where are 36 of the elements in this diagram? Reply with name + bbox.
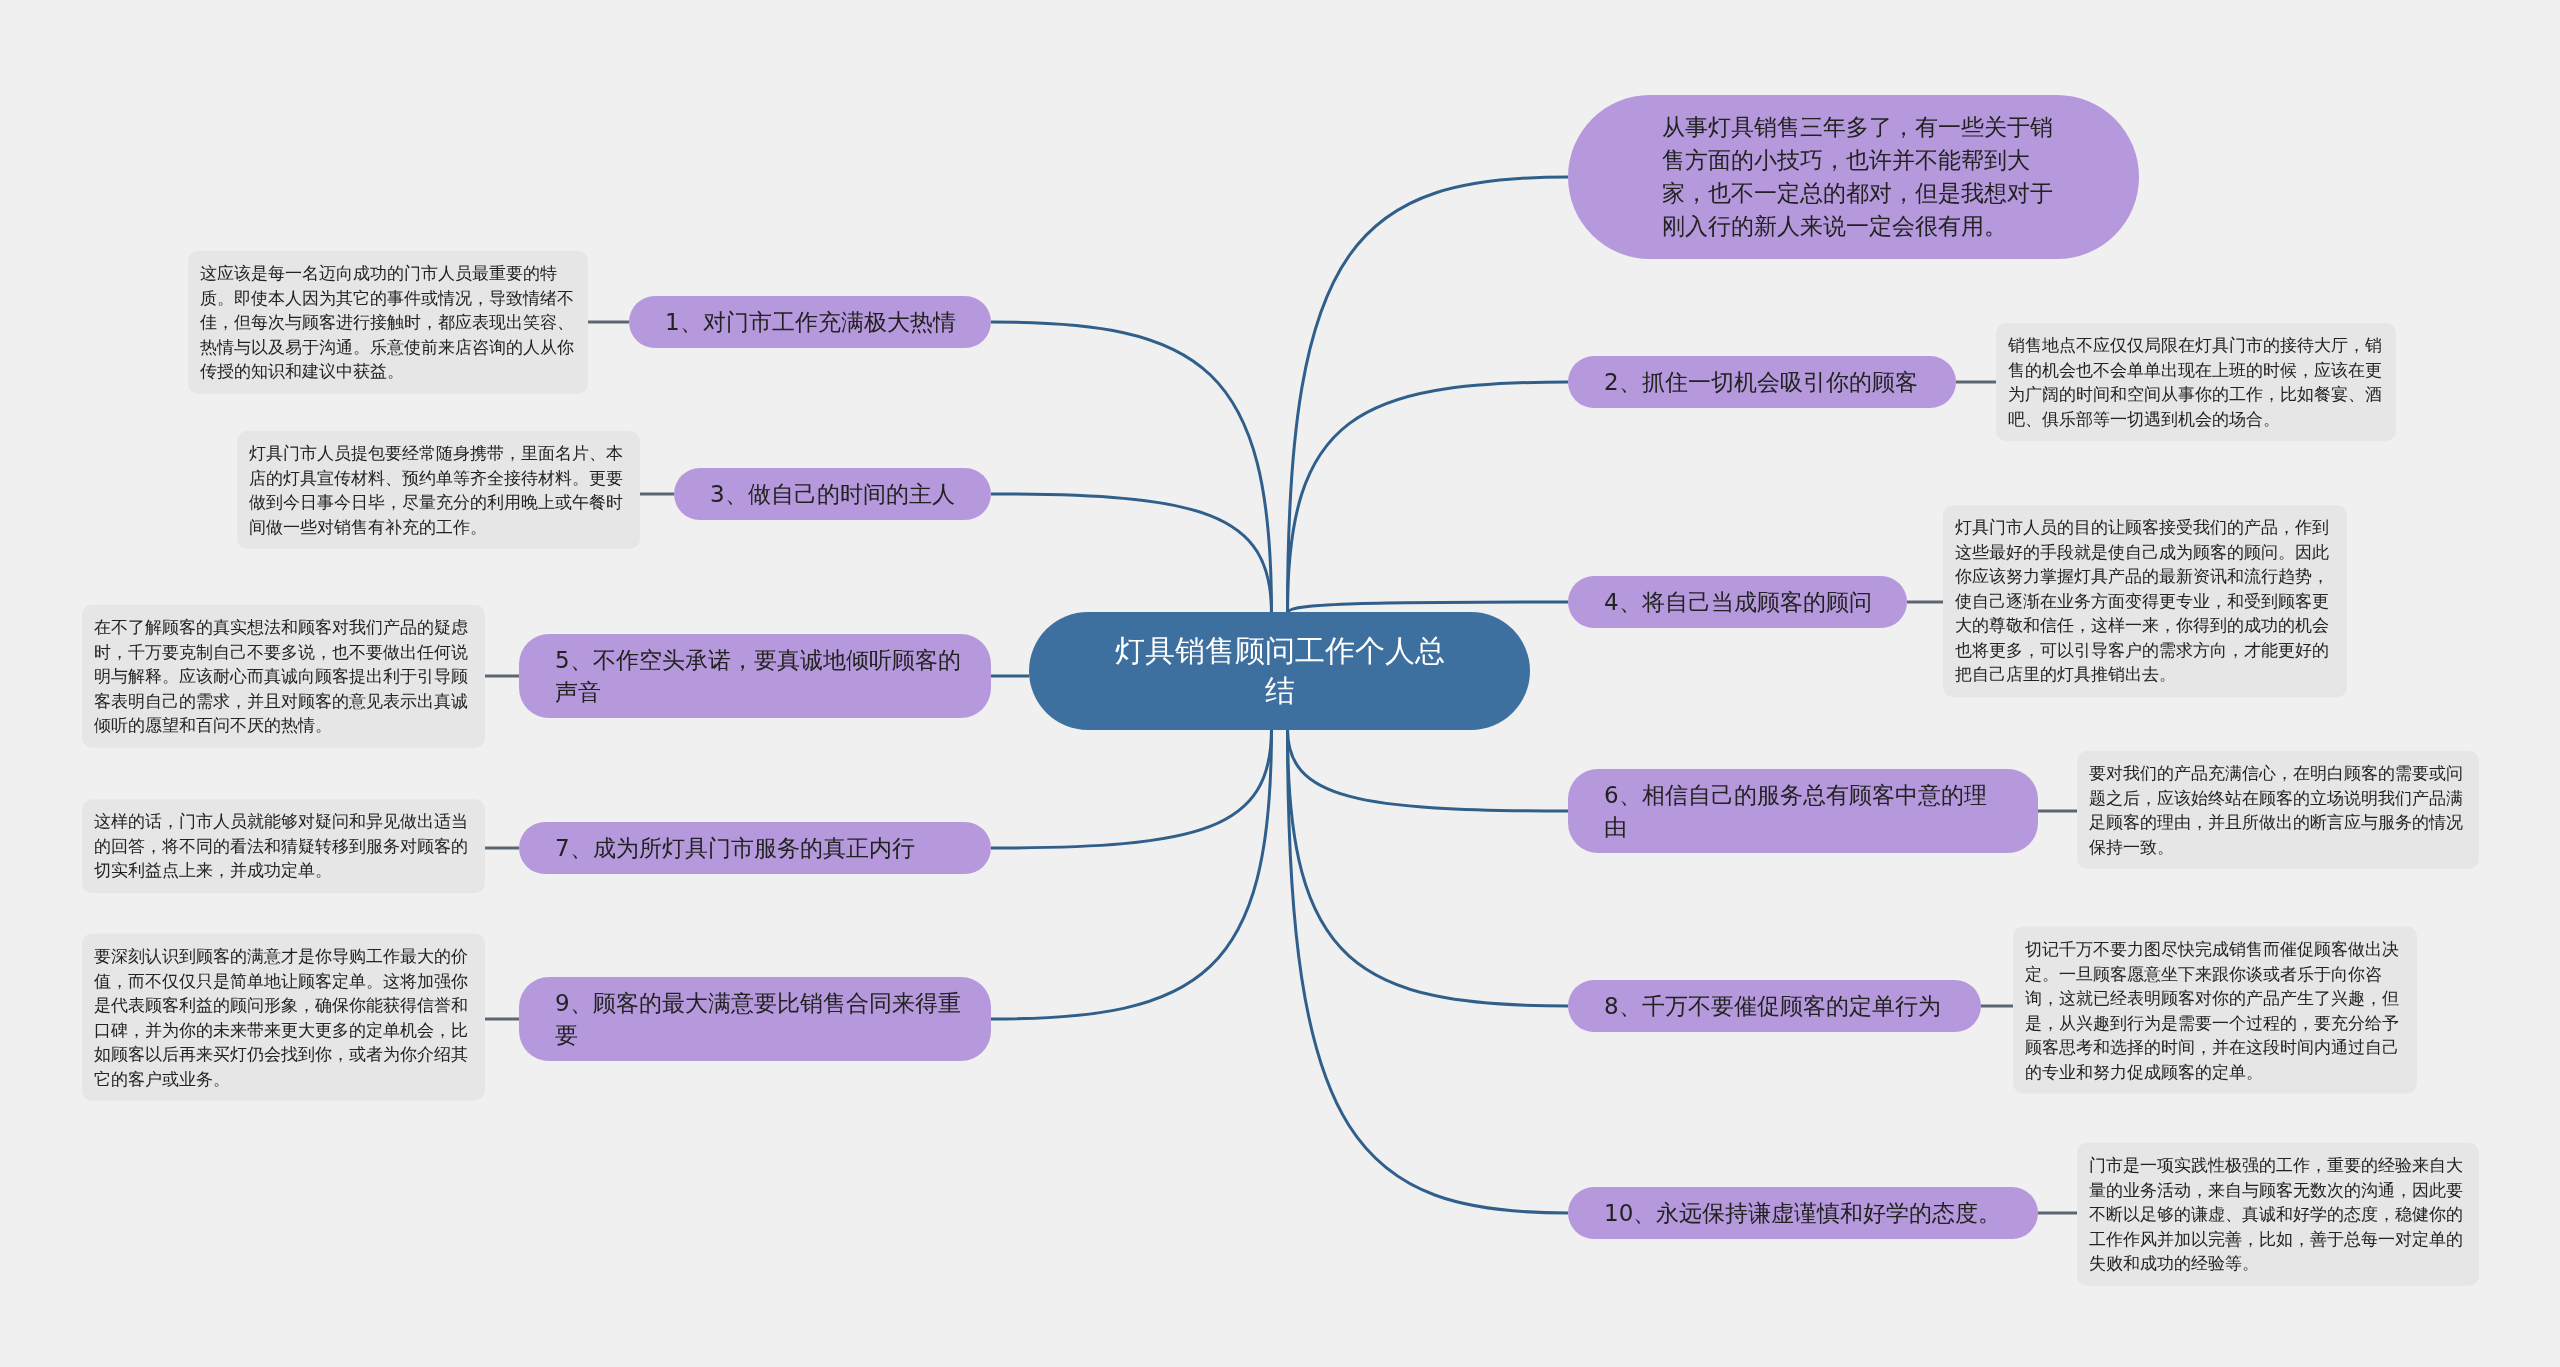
connector-line <box>485 674 519 678</box>
note-card: 要对我们的产品充满信心，在明白顾客的需要或问题之后，应该始终站在顾客的立场说明我们产品满足顾客的理由，并且所做出的断言应与服务的情况保持一致。 <box>2077 751 2479 869</box>
note-card: 切记千万不要力图尽快完成销售而催促顾客做出决定。一旦顾客愿意坐下来跟你谈或者乐于向你咨询，这就已经表明顾客对你的产品产生了兴趣，但是，从兴趣到行为是需要一个过程的，要充分给予顾客思考和选择的时间，并在这段时间内通过自己的专业和努力促成顾客的定单。 <box>2013 926 2417 1094</box>
topic-bubble: 10、永远保持谦虚谨慎和好学的态度。 <box>1568 1187 2038 1239</box>
connector-line <box>588 320 629 324</box>
topic-bubble: 9、顾客的最大满意要比销售合同来得重要 <box>519 977 991 1061</box>
connector-line <box>1956 380 1996 384</box>
topic-bubble: 2、抓住一切机会吸引你的顾客 <box>1568 356 1956 408</box>
branch-line <box>990 728 1273 1021</box>
topic-bubble: 6、相信自己的服务总有顾客中意的理由 <box>1568 769 2038 853</box>
note-card: 销售地点不应仅仅局限在灯具门市的接待大厅，销售的机会也不会单单出现在上班的时候，应该在更为广阔的时间和空间从事你的工作，比如餐宴、酒吧、俱乐部等一切遇到机会的场合。 <box>1996 323 2396 441</box>
central-topic: 灯具销售顾问工作个人总结 <box>1029 612 1530 730</box>
connector-line <box>485 846 519 850</box>
note-card: 灯具门市人员的目的让顾客接受我们的产品，作到这些最好的手段就是使自己成为顾客的顾问。因此你应该努力掌握灯具产品的最新资讯和流行趋势，使自己逐渐在业务方面变得更专业，和受到顾客更大的尊敬和信任，这样一来，你得到的成功的机会也将更多，可以引导客户的需求方向，才能更好的把自己店里的灯具推销出去。 <box>1943 505 2347 697</box>
topic-bubble: 1、对门市工作充满极大热情 <box>629 296 991 348</box>
note-card: 要深刻认识到顾客的满意才是你导购工作最大的价值，而不仅仅只是简单地让顾客定单。这将加强你是代表顾客利益的顾问形象，确保你能获得信誉和口碑，并为你的未来带来更大更多的定单机会，比如顾客以后再来买灯仍会找到你，或者为你介绍其它的客户或业务。 <box>82 933 485 1101</box>
topic-bubble: 从事灯具销售三年多了，有一些关于销售方面的小技巧，也许并不能帮到大家，也不一定总的都对，但是我想对于刚入行的新人来说一定会很有用。 <box>1568 95 2139 259</box>
topic-bubble: 5、不作空头承诺，要真诚地倾听顾客的声音 <box>519 634 991 718</box>
note-card: 这样的话，门市人员就能够对疑问和异见做出适当的回答，将不同的看法和猜疑转移到服务对顾客的切实利益点上来，并成功定单。 <box>82 799 485 893</box>
connector-line <box>2038 1211 2077 1215</box>
connector-line <box>640 492 674 496</box>
note-card: 这应该是每一名迈向成功的门市人员最重要的特质。即使本人因为其它的事件或情况，导致情绪不佳，但每次与顾客进行接触时，都应表现出笑容、热情与以及易于沟通。乐意使前来店咨询的人从你传授的知识和建议中获益。 <box>188 250 588 394</box>
connector-line <box>485 1017 519 1021</box>
connector-line <box>2038 809 2077 813</box>
topic-bubble: 3、做自己的时间的主人 <box>674 468 991 520</box>
branch-line <box>1286 600 1568 614</box>
branch-line <box>991 674 1029 678</box>
topic-bubble: 7、成为所灯具门市服务的真正内行 <box>519 822 991 874</box>
note-card: 门市是一项实践性极强的工作，重要的经验来自大量的业务活动，来自与顾客无数次的沟通，因此要不断以足够的谦虚、真诚和好学的态度，稳健你的工作作风并加以完善，比如，善于总每一对定单的失败和成功的经验等。 <box>2077 1142 2479 1286</box>
connector-line <box>1907 600 1943 604</box>
topic-bubble: 4、将自己当成顾客的顾问 <box>1568 576 1907 628</box>
note-card: 灯具门市人员提包要经常随身携带，里面名片、本店的灯具宣传材料、预约单等齐全接待材料。更要做到今日事今日毕，尽量充分的利用晚上或午餐时间做一些对销售有补充的工作。 <box>237 431 640 549</box>
topic-bubble: 8、千万不要催促顾客的定单行为 <box>1568 980 1981 1032</box>
branch-line <box>991 492 1273 614</box>
note-card: 在不了解顾客的真实想法和顾客对我们产品的疑虑时，千万要克制自己不要多说，也不要做出任何说明与解释。应该耐心而真诚向顾客提出利于引导顾客表明自己的需求，并且对顾客的意见表示出真诚倾听的愿望和百问不厌的热情。 <box>82 604 485 748</box>
connector-line <box>1981 1004 2013 1008</box>
